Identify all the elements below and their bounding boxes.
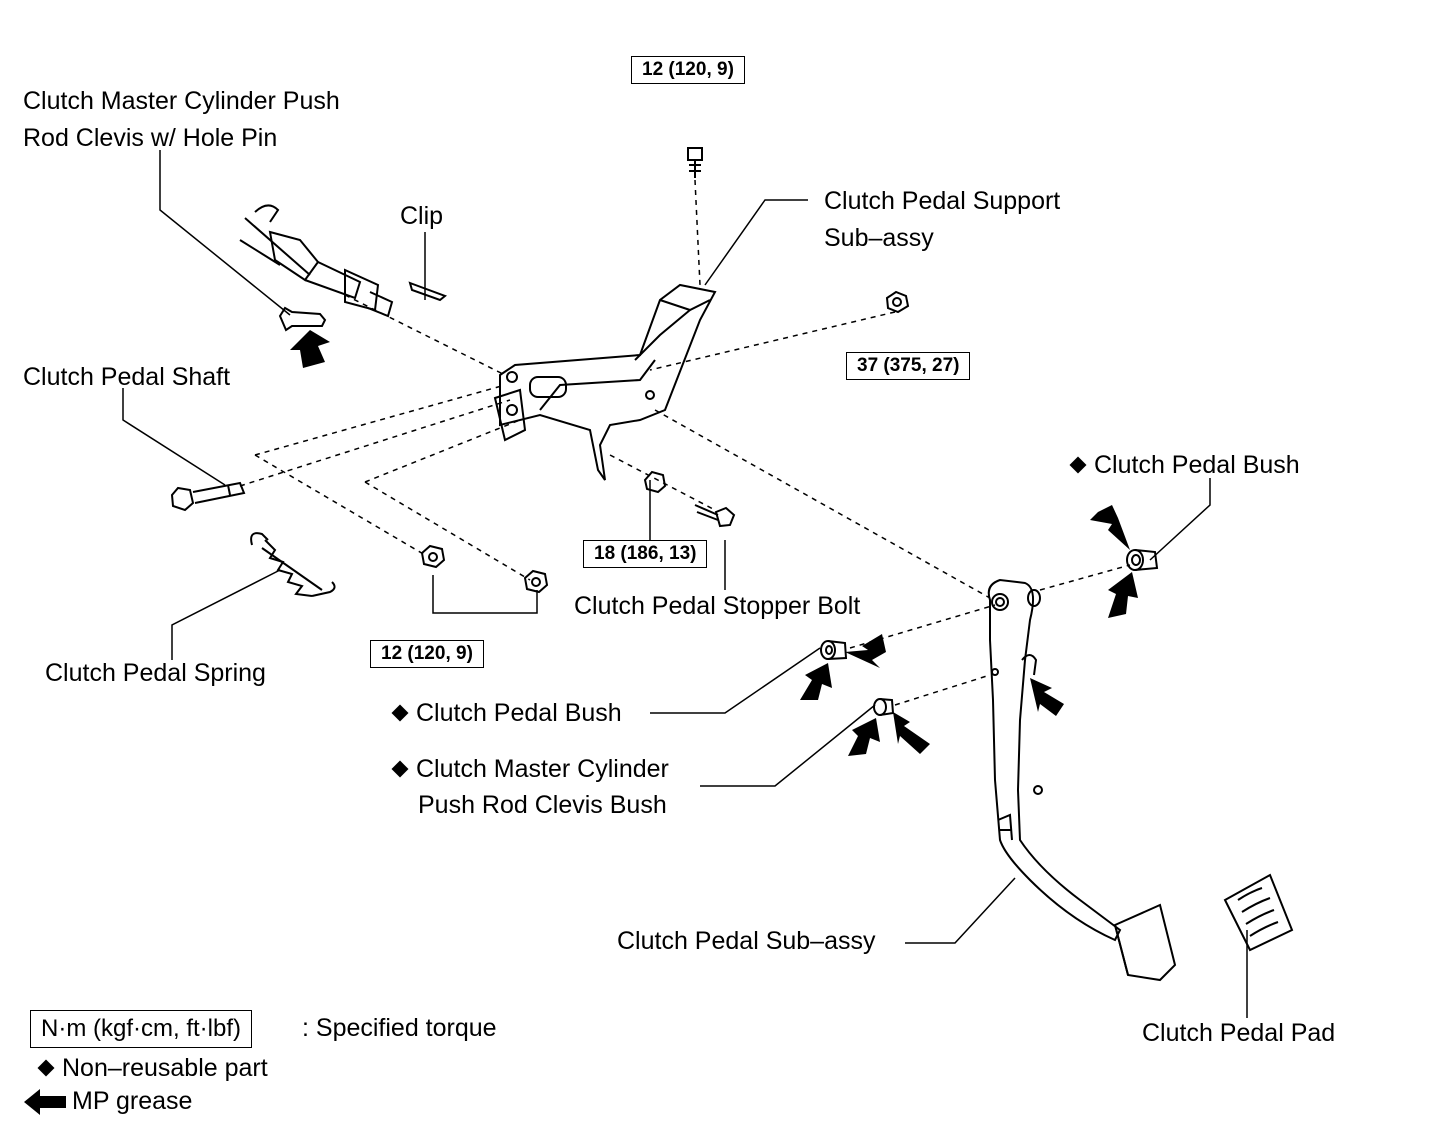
clevis-bush bbox=[873, 698, 895, 716]
lower-nut-right bbox=[523, 569, 549, 594]
label-bush-left: Clutch Pedal Bush bbox=[390, 695, 622, 731]
grease-arrow bbox=[290, 330, 330, 368]
label-spring: Clutch Pedal Spring bbox=[45, 659, 266, 687]
label-bush-right: Clutch Pedal Bush bbox=[1068, 447, 1300, 483]
grease-arrow-icon bbox=[24, 1089, 66, 1116]
grease-arrow bbox=[1108, 572, 1138, 618]
label-pedal-subassy: Clutch Pedal Sub–assy bbox=[617, 927, 876, 955]
non-reusable-icon bbox=[37, 1059, 55, 1077]
legend-grease-text: MP grease bbox=[72, 1087, 193, 1115]
torque-stopper: 18 (186, 13) bbox=[583, 540, 708, 568]
label-bush-left-text: Clutch Pedal Bush bbox=[416, 699, 622, 727]
clip bbox=[408, 281, 448, 302]
label-pedal-pad: Clutch Pedal Pad bbox=[1142, 1019, 1336, 1047]
label-clevis-bush-2: Push Rod Clevis Bush bbox=[418, 791, 667, 819]
assembly-lines bbox=[239, 179, 1131, 706]
label-support-1: Clutch Pedal Support bbox=[824, 187, 1061, 215]
grease-arrow bbox=[1090, 505, 1130, 550]
legend-torque-box: N·m (kgf·cm, ft·lbf) bbox=[30, 1010, 252, 1048]
legend-non-reusable-text: Non–reusable part bbox=[62, 1054, 268, 1082]
support-bracket bbox=[493, 283, 717, 481]
top-bolt bbox=[687, 147, 703, 178]
push-rod-clevis bbox=[239, 204, 394, 318]
label-push-rod-pin-1: Clutch Master Cylinder Push bbox=[23, 87, 340, 115]
pedal-shaft bbox=[170, 481, 246, 512]
pedal-foot bbox=[1113, 903, 1177, 982]
lower-nut-left bbox=[420, 544, 446, 569]
grease-arrow bbox=[1030, 678, 1064, 716]
grease-arrow bbox=[848, 718, 880, 756]
torque-support-nut: 37 (375, 27) bbox=[846, 352, 971, 380]
label-bush-right-text: Clutch Pedal Bush bbox=[1094, 451, 1300, 479]
pedal-pad bbox=[1223, 873, 1294, 952]
legend-grease: MP grease bbox=[24, 1083, 192, 1119]
stopper-bolt bbox=[694, 504, 736, 528]
leader-lines bbox=[122, 150, 1248, 1018]
grease-arrows bbox=[290, 330, 1138, 756]
grease-arrow bbox=[893, 712, 930, 754]
support-nut bbox=[885, 290, 910, 314]
legend-torque-desc: : Specified torque bbox=[302, 1014, 497, 1042]
pedal-bush-left bbox=[820, 640, 848, 660]
non-reusable-icon bbox=[1069, 456, 1087, 474]
grease-arrow bbox=[845, 634, 886, 668]
clevis-pin bbox=[278, 306, 327, 332]
label-support-2: Sub–assy bbox=[824, 224, 934, 252]
pedal-bush-right bbox=[1126, 549, 1159, 571]
label-push-rod-pin-2: Rod Clevis w/ Hole Pin bbox=[23, 124, 278, 152]
legend-non-reusable: Non–reusable part bbox=[36, 1050, 268, 1086]
label-stopper-bolt: Clutch Pedal Stopper Bolt bbox=[574, 592, 861, 620]
torque-top: 12 (120, 9) bbox=[631, 56, 745, 84]
pedal-spring bbox=[250, 532, 336, 597]
non-reusable-icon bbox=[391, 704, 409, 722]
label-shaft: Clutch Pedal Shaft bbox=[23, 363, 231, 391]
torque-lower-nuts: 12 (120, 9) bbox=[370, 640, 484, 668]
pedal-arm bbox=[987, 578, 1122, 942]
non-reusable-icon bbox=[391, 760, 409, 778]
stopper-nut bbox=[643, 470, 667, 494]
label-clevis-bush-1-text: Clutch Master Cylinder bbox=[416, 755, 669, 783]
grease-arrow bbox=[800, 663, 832, 700]
label-clip: Clip bbox=[400, 202, 444, 230]
label-clevis-bush-1: Clutch Master Cylinder bbox=[390, 751, 669, 787]
